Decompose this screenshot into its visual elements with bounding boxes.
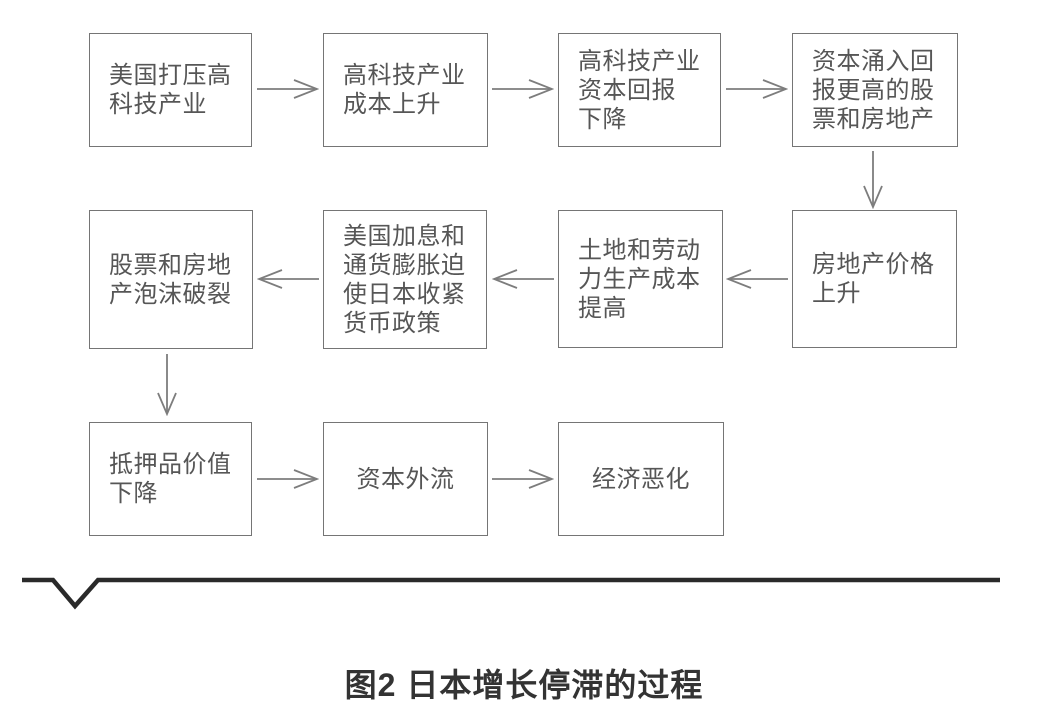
figure-caption: 图2 日本增长停滞的过程: [344, 667, 704, 703]
arrow-left-icon: [492, 266, 554, 292]
arrow-right-icon: [257, 466, 319, 492]
arrow-down-icon: [154, 354, 180, 416]
flow-box-capital-outflow: 资本外流: [323, 422, 488, 536]
arrow-down-icon: [860, 151, 886, 209]
arrow-left-icon: [257, 266, 319, 292]
arrow-right-icon: [726, 76, 788, 102]
flow-box-land-labor-cost-rise: 土地和劳动 力生产成本 提高: [558, 210, 723, 348]
flow-box-collateral-value-down: 抵押品价值 下降: [89, 422, 252, 536]
flow-box-bubble-burst: 股票和房地 产泡沫破裂: [89, 210, 253, 349]
flow-box-us-hike-japan-tighten: 美国加息和 通货膨胀迫 使日本收紧 货币政策: [323, 210, 487, 349]
flow-box-tech-capital-return-down: 高科技产业 资本回报 下降: [558, 33, 721, 147]
flow-box-capital-into-stock-estate: 资本涌入回 报更高的股 票和房地产: [792, 33, 958, 147]
arrow-left-icon: [726, 266, 788, 292]
arrow-right-icon: [492, 466, 554, 492]
arrow-right-icon: [492, 76, 554, 102]
flow-box-tech-cost-rise: 高科技产业 成本上升: [323, 33, 488, 147]
flow-box-economy-worsens: 经济恶化: [558, 422, 724, 536]
arrow-right-icon: [257, 76, 319, 102]
baseline-zigzag: [0, 574, 1048, 619]
flow-box-estate-price-rise: 房地产价格 上升: [792, 210, 957, 348]
flow-box-us-suppress-tech: 美国打压高 科技产业: [89, 33, 252, 147]
